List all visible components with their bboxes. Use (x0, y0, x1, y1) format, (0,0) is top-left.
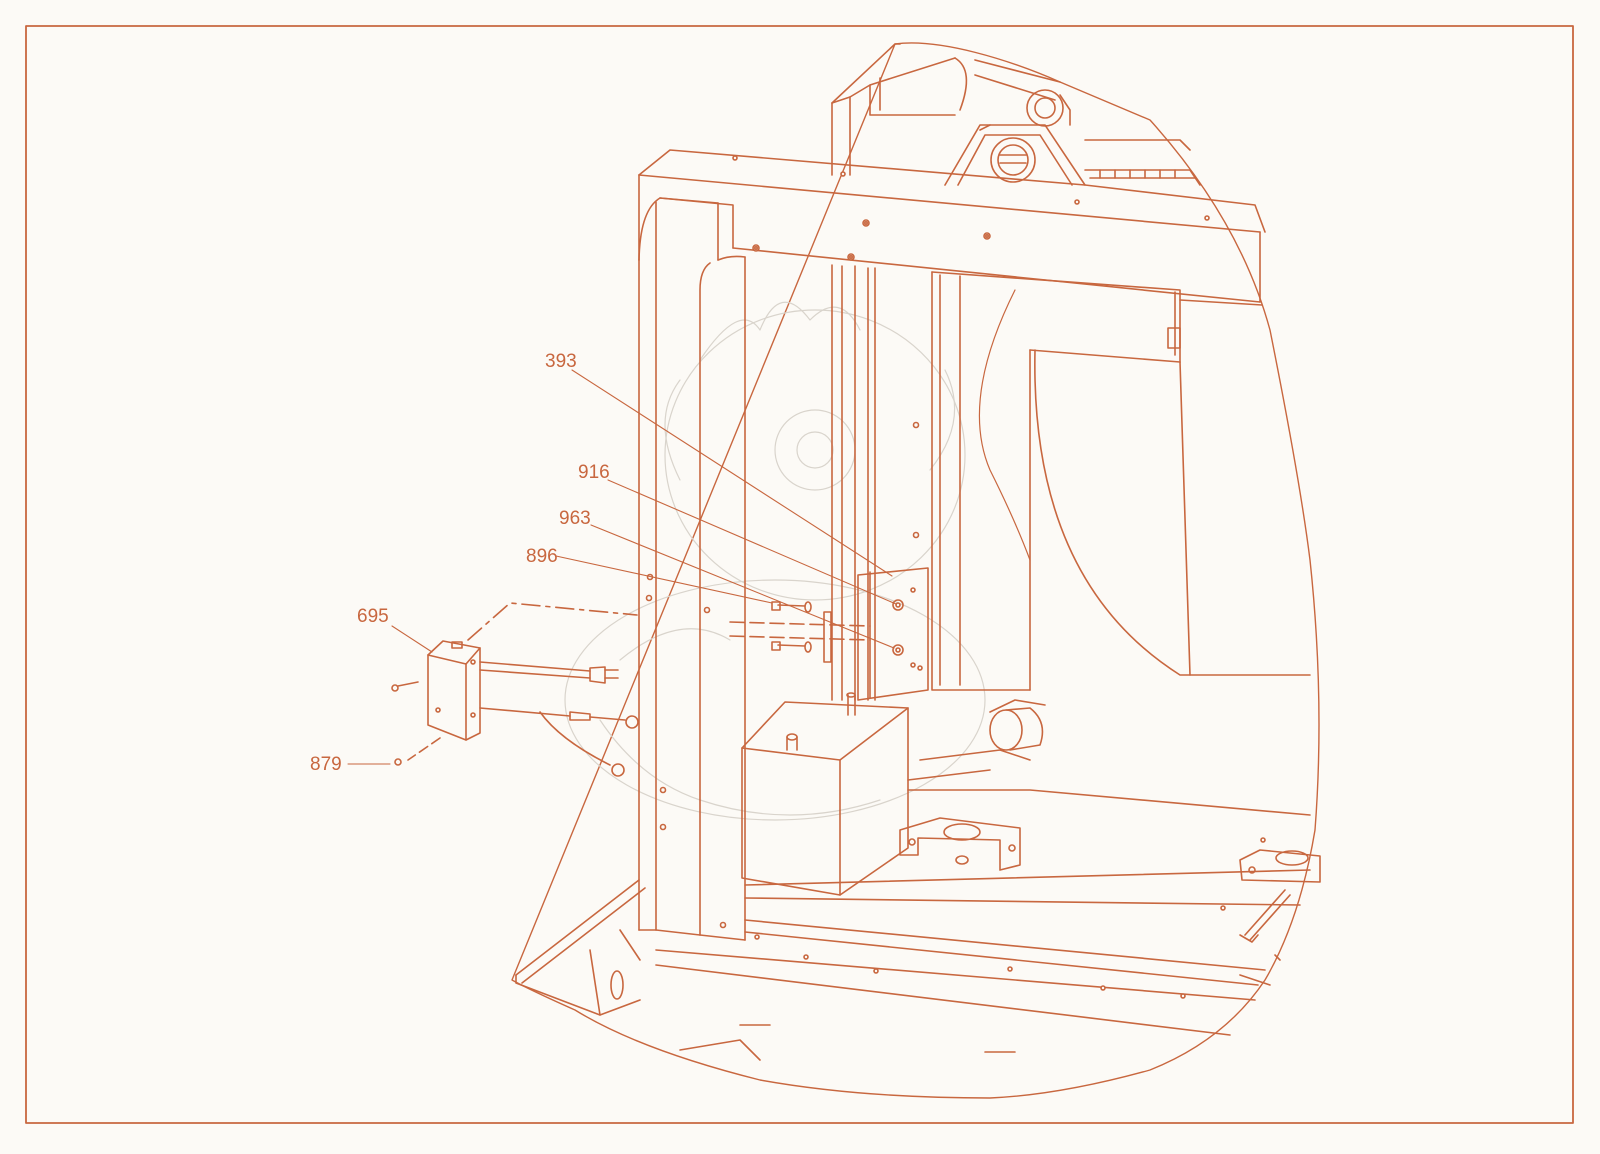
radiator-grille (931, 271, 1311, 691)
callout-896: 896 (526, 546, 558, 567)
power-cord (479, 661, 619, 684)
inner-rails (831, 264, 876, 701)
leader-lines (347, 369, 897, 765)
base-frame (515, 749, 1311, 1061)
callout-393: 393 (545, 351, 577, 372)
junction-box (427, 640, 481, 741)
base-bracket-right (1239, 849, 1321, 961)
base-bracket-left (899, 817, 1021, 871)
callout-879: 879 (310, 754, 342, 775)
callout-916: 916 (578, 462, 610, 483)
assembly-centerline-lower (407, 737, 441, 761)
frame-holes (645, 155, 1266, 999)
callout-695: 695 (357, 606, 389, 627)
box-screws (391, 681, 419, 766)
ground-wire (479, 707, 639, 777)
watermark-mascot (564, 301, 986, 821)
motor-box (741, 692, 909, 896)
cable-loop (978, 289, 1031, 561)
assembly-centerline (467, 602, 638, 641)
top-hinge-bracket (944, 89, 1201, 186)
callout-963: 963 (559, 508, 591, 529)
detail-view-outline (511, 42, 1320, 1099)
pipe-elbow (989, 699, 1046, 751)
mounting-plate (857, 567, 929, 701)
page-border (25, 25, 1574, 1124)
rear-upright (831, 43, 1061, 176)
front-column (638, 197, 746, 941)
bolt-hardware (729, 601, 871, 663)
top-crossbeam (638, 149, 1266, 303)
